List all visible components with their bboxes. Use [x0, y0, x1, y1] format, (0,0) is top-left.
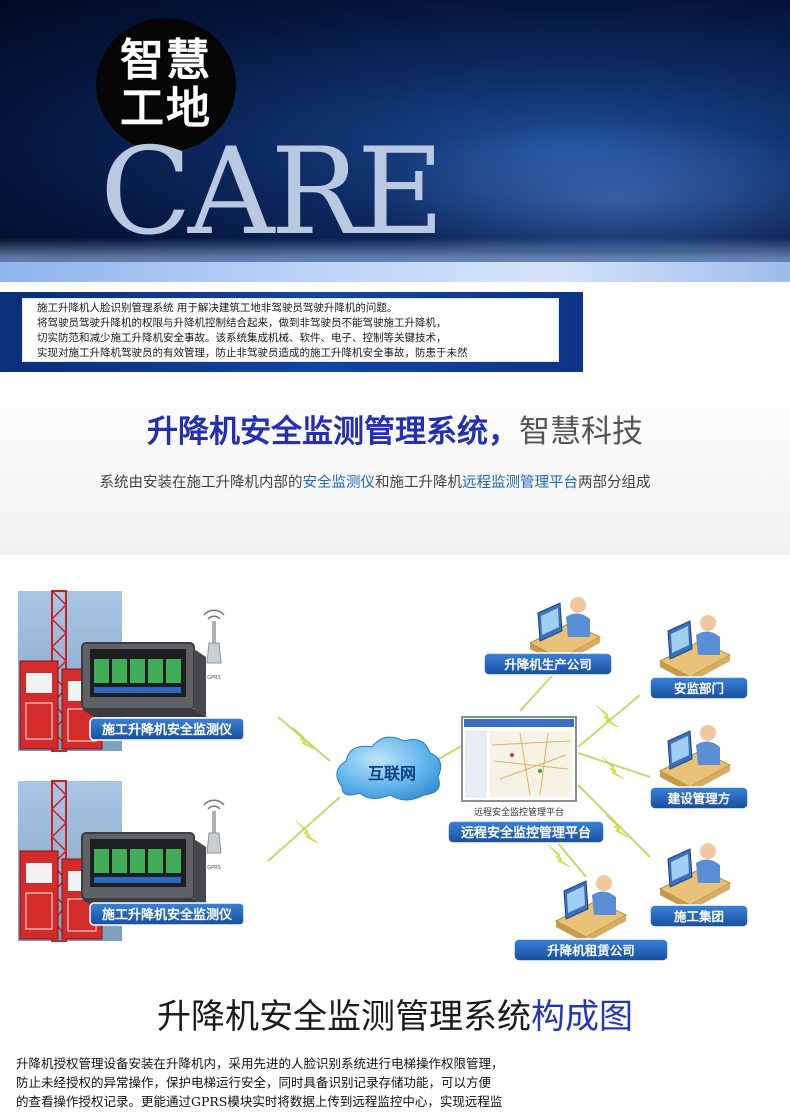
node-label: 升降机生产公司	[504, 657, 592, 672]
internet-cloud: 互联网	[336, 736, 442, 801]
subtitle-part-2: 和施工升降机	[375, 475, 462, 491]
connection-lines	[267, 666, 651, 878]
subtitle-highlight-2: 远程监测管理平台	[462, 475, 578, 491]
node-manufacturer: 升降机生产公司	[483, 596, 613, 676]
gprs-label-top: GPRS	[207, 675, 221, 681]
node-construction-group: 施工集团	[649, 842, 749, 928]
system-description: 升降机授权管理设备安装在升降机内，采用先进的人脸识别系统进行电梯操作权限管理， …	[16, 1054, 616, 1111]
device-group-bottom: GPRS 施工升降机安全监测仪	[17, 780, 245, 942]
node-label: 建设管理方	[668, 791, 731, 806]
main-title-gray: 智慧科技	[519, 414, 643, 450]
horizon-band	[0, 262, 790, 282]
device-label-top: 施工升降机安全监测仪	[102, 722, 233, 738]
badge-line-1: 智慧	[120, 35, 212, 86]
node-safety-dept: 安监部门	[649, 614, 749, 700]
composition-title-black: 升降机安全监测管理系统	[157, 997, 531, 1037]
intro-line: 将驾驶员驾驶升降机的权限与升降机控制结合起来，做到非驾驶员不能驾驶施工升降机，	[37, 317, 447, 329]
platform-caption: 远程安全监控管理平台	[474, 806, 564, 818]
device-label-bottom: 施工升降机安全监测仪	[102, 907, 233, 923]
description-line: 的查看操作授权记录。更能通过GPRS模块实时将数据上传到远程监控中心，实现远程监	[16, 1094, 503, 1109]
composition-title: 升降机安全监测管理系统构成图	[0, 993, 790, 1041]
subtitle-part-1: 系统由安装在施工升降机内部的	[99, 475, 303, 491]
subtitle-part-3: 两部分组成	[578, 475, 651, 491]
intro-line: 实现对施工升降机驾驶员的有效管理，防止非驾驶员造成的施工升降机安全事故，防患于未…	[37, 347, 468, 359]
node-construction-mgmt: 建设管理方	[649, 724, 749, 810]
platform-screen: 远程安全监控管理平台 远程安全监控管理平台	[447, 716, 605, 844]
subtitle-highlight-1: 安全监测仪	[302, 475, 376, 491]
intro-band: 施工升降机人脸识别管理系统 用于解决建筑工地非驾驶员驾驶升降机的问题。 将驾驶员…	[0, 292, 583, 372]
heading-section	[0, 375, 790, 555]
intro-text-box: 施工升降机人脸识别管理系统 用于解决建筑工地非驾驶员驾驶升降机的问题。 将驾驶员…	[22, 298, 559, 362]
hero-banner: 智慧 工地 CARE	[0, 0, 790, 282]
main-title: 升降机安全监测管理系统，智慧科技	[0, 410, 790, 454]
care-wordmark: CARE	[100, 123, 444, 262]
node-label: 施工集团	[674, 909, 724, 924]
platform-label: 远程安全监控管理平台	[461, 825, 591, 841]
light-streak	[360, 120, 790, 250]
node-label: 升降机租赁公司	[547, 943, 635, 958]
device-group-top: GPRS 施工升降机安全监测仪	[17, 590, 245, 752]
main-title-blue: 升降机安全监测管理系统，	[147, 414, 519, 450]
subtitle: 系统由安装在施工升降机内部的安全监测仪和施工升降机远程监测管理平台两部分组成	[0, 472, 750, 494]
description-line: 升降机授权管理设备安装在升降机内，采用先进的人脸识别系统进行电梯操作权限管理，	[16, 1056, 504, 1071]
description-line: 防止未经授权的异常操作，保护电梯运行安全，同时具备识别记录存储功能，可以方便	[16, 1075, 492, 1090]
system-diagram: GPRS 施工升降机安全监测仪 GPRS 施工升降机安全监测仪 互联网 远程安全…	[17, 590, 749, 962]
composition-title-blue: 构成图	[531, 997, 633, 1037]
intro-line: 切实防范和减少施工升降机安全事故。该系统集成机械、软件、电子、控制等关键技术，	[37, 332, 447, 344]
smart-site-badge: 智慧 工地	[96, 18, 236, 152]
node-label: 安监部门	[674, 681, 724, 696]
cloud-label: 互联网	[368, 764, 416, 783]
gprs-label-bottom: GPRS	[207, 865, 221, 871]
intro-line: 施工升降机人脸识别管理系统 用于解决建筑工地非驾驶员驾驶升降机的问题。	[37, 302, 398, 314]
node-rental-company: 升降机租赁公司	[513, 874, 669, 962]
badge-line-2: 工地	[120, 83, 212, 134]
